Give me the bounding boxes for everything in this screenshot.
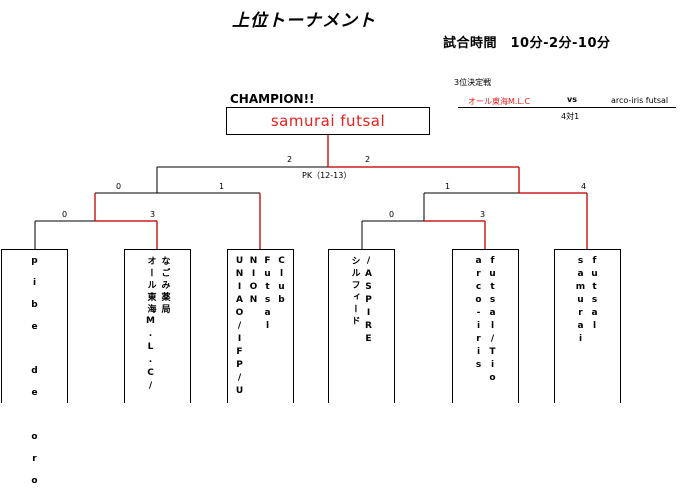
team-5-name-line1: arco-iris [473, 256, 484, 373]
third-place-divider [458, 107, 676, 108]
q-right-score-a: 0 [389, 210, 395, 219]
team-box-1: pibe de oro [1, 249, 68, 498]
team-3-name-line3: Futsal [262, 256, 273, 334]
page-title: 上位トーナメント [232, 11, 376, 31]
third-place-vs: vs [567, 95, 577, 104]
final-left-score: 2 [287, 155, 293, 164]
team-4-name-line2: /ASPIRE [363, 256, 374, 347]
team-2-name-line1: オール東海M.L.C/ [145, 256, 156, 394]
final-right-score: 2 [365, 155, 371, 164]
team-3-name-line2: NION [248, 256, 259, 308]
final-pk: PK（12-13） [302, 171, 352, 180]
bracket-lines [34, 135, 588, 249]
semi-left-score-b: 1 [219, 182, 225, 191]
team-5-name-line2: futsal/Tio [487, 256, 498, 386]
q-left-score-b: 3 [150, 210, 156, 219]
team-4-name-line1: シルフィード [349, 256, 360, 328]
team-3-name-line4: Club [276, 256, 287, 308]
semi-right-score-b: 4 [581, 182, 587, 191]
third-place-score: 4対1 [561, 112, 580, 121]
semi-left-score-a: 0 [116, 182, 122, 191]
team-box-5: arco-iris futsal/Tio [452, 249, 519, 403]
team-1-name: pibe de oro [29, 256, 40, 498]
team-3-name-line1: UNIAO/IFP/U [234, 256, 245, 399]
champion-box: samurai futsal [226, 107, 430, 135]
q-right-score-b: 3 [480, 210, 486, 219]
champion-team: samurai futsal [270, 112, 386, 130]
third-place-right-team: arco-iris futsal [611, 96, 669, 105]
match-time: 試合時間 10分-2分-10分 [443, 36, 611, 51]
third-place-title: 3位決定戦 [454, 78, 492, 87]
team-box-3: UNIAO/IFP/U NION Futsal Club [227, 249, 294, 403]
q-left-score-a: 0 [62, 210, 68, 219]
semi-right-score-a: 1 [445, 182, 451, 191]
third-place-left-team: オール東海M.L.C [468, 97, 531, 106]
team-6-name-line2: futsal [589, 256, 600, 334]
team-box-2: オール東海M.L.C/ なごみ薬局 [124, 249, 191, 403]
team-2-name-line2: なごみ薬局 [159, 256, 170, 316]
team-box-6: samurai futsal [554, 249, 621, 403]
champion-label: CHAMPION!! [230, 92, 315, 106]
team-box-4: シルフィード /ASPIRE [328, 249, 395, 403]
team-6-name-line1: samurai [575, 256, 586, 347]
